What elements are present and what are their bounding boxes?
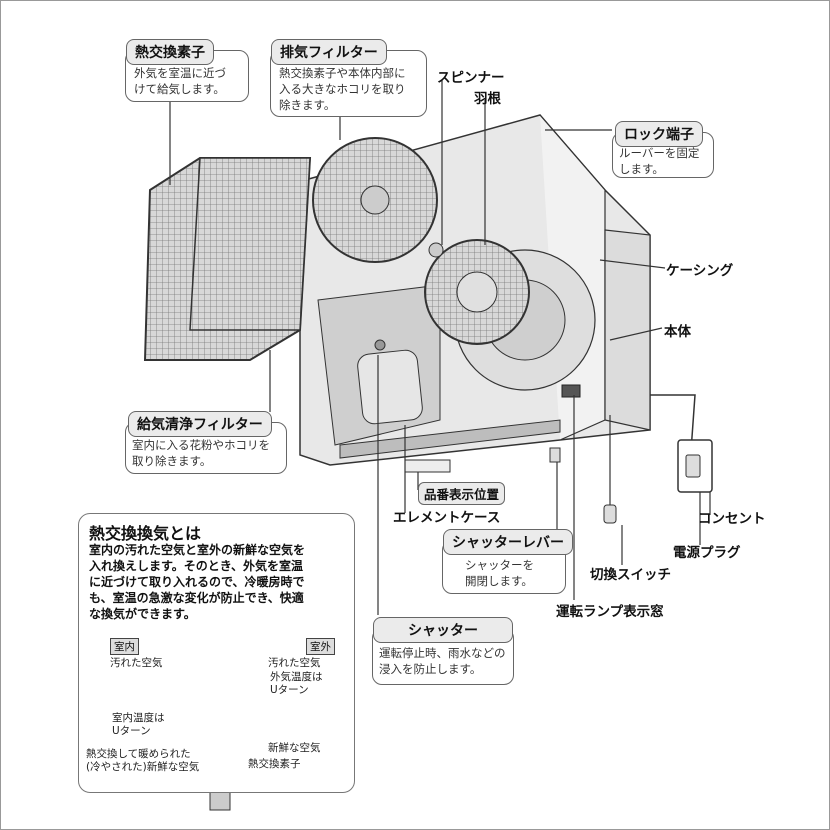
lock-terminal-callout: ロック端子 ルーバーを固定 します。	[612, 121, 714, 178]
shutter-lever-title: シャッターレバー	[443, 529, 573, 555]
heat-exchanger-desc: 外気を室温に近づ けて給気します。	[134, 66, 226, 96]
heat-exchanger-title: 熱交換素子	[126, 39, 214, 65]
shutter-lever-desc: シャッターを 開閉します。	[465, 558, 534, 588]
indoor-tag: 室内	[110, 638, 139, 655]
blade-label: 羽根	[474, 91, 501, 107]
lamp-window-label: 運転ランプ表示窓	[556, 604, 664, 620]
supply-filter-desc: 室内に入る花粉やホコリを 取り除きます。	[132, 438, 270, 468]
outlet-label: コンセント	[698, 511, 766, 527]
supply-filter-callout: 給気清浄フィルター 室内に入る花粉やホコリを 取り除きます。	[125, 411, 287, 474]
lock-terminal-desc: ルーバーを固定 します。	[619, 146, 700, 176]
outdoor-temp: 外気温度は Uターン	[270, 671, 323, 696]
dirty-air-left: 汚れた空気	[110, 657, 163, 669]
exhaust-filter-desc: 熱交換素子や本体内部に 入る大きなホコリを取り 除きます。	[279, 66, 406, 112]
power-plug-label: 電源プラグ	[673, 545, 741, 561]
supply-filter-title: 給気清浄フィルター	[128, 411, 272, 437]
serial-position-label: 品番表示位置	[418, 482, 506, 505]
switch-label: 切換スイッチ	[590, 567, 671, 583]
shutter-desc: 運転停止時、雨水などの 浸入を防止します。	[379, 646, 506, 676]
fresh-air: 新鮮な空気	[268, 742, 321, 754]
exchanged-air: 熱交換して暖められた (冷やされた)新鮮な空気	[86, 748, 200, 773]
exhaust-filter-callout: 排気フィルター 熱交換素子や本体内部に 入る大きなホコリを取り 除きます。	[270, 39, 427, 117]
shutter-callout: シャッター 運転停止時、雨水などの 浸入を防止します。	[372, 617, 514, 685]
heat-exchanger-callout: 熱交換素子 外気を室温に近づ けて給気します。	[125, 39, 249, 102]
shutter-title: シャッター	[373, 617, 513, 643]
indoor-temp: 室内温度は Uターン	[112, 712, 165, 737]
dirty-air-right: 汚れた空気	[268, 657, 321, 669]
exhaust-filter-title: 排気フィルター	[271, 39, 387, 65]
element-case-label: エレメントケース	[393, 510, 501, 526]
spinner-label: スピンナー	[437, 70, 505, 86]
lock-terminal-title: ロック端子	[615, 121, 703, 147]
info-title: 熱交換換気とは	[89, 524, 202, 543]
casing-label: ケーシング	[666, 263, 734, 279]
shutter-lever-callout: シャッターレバー シャッターを 開閉します。	[442, 529, 573, 594]
body-label: 本体	[664, 324, 691, 340]
element-label: 熱交換素子	[248, 758, 301, 770]
info-text: 室内の汚れた空気と室外の新鮮な空気を 入れ換えします。そのとき、外気を室温 に近…	[89, 543, 306, 621]
outdoor-tag: 室外	[306, 638, 335, 655]
